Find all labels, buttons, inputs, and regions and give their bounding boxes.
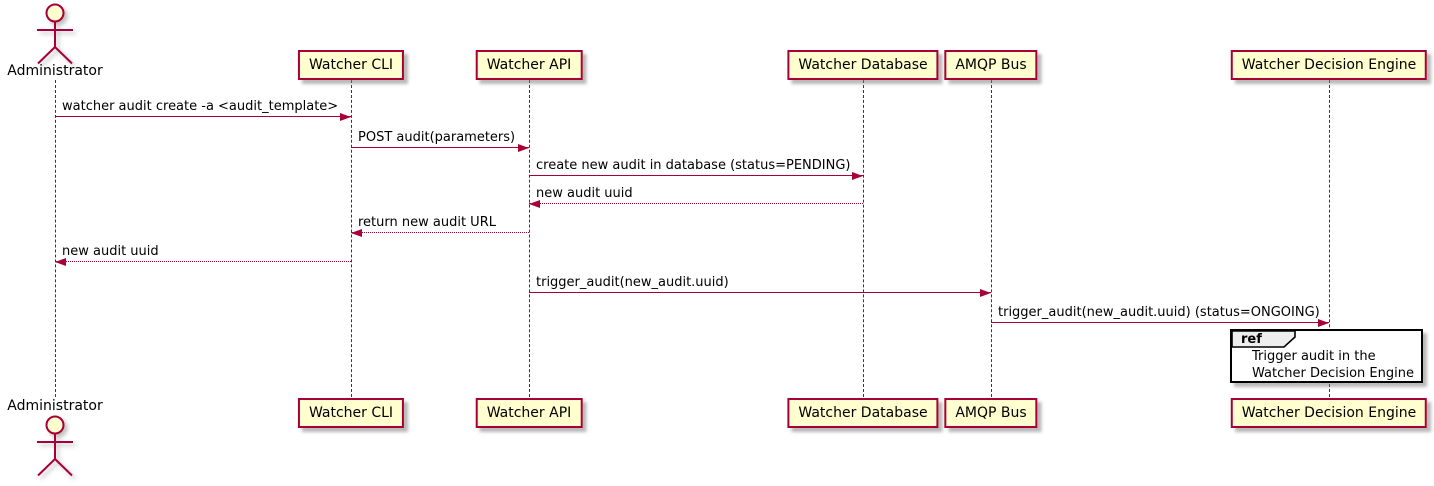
participant-watcher-database-bottom: Watcher Database — [787, 398, 939, 428]
message-line-2 — [351, 147, 529, 148]
ref-tab — [1231, 330, 1297, 352]
arrowhead-icon — [980, 289, 991, 297]
lifeline-watcher-database — [862, 80, 864, 397]
message-label-8: trigger_audit(new_audit.uuid) (status=ON… — [998, 305, 1320, 320]
participant-watcher-cli-bottom: Watcher CLI — [297, 398, 405, 428]
actor-figure-icon — [25, 414, 85, 481]
message-line-7 — [529, 292, 991, 293]
arrowhead-icon — [518, 144, 529, 152]
arrowhead-icon — [529, 200, 540, 208]
lifeline-watcher-cli — [350, 80, 352, 397]
participant-label: Watcher API — [486, 57, 572, 73]
ref-text-line: Watcher Decision Engine — [1252, 366, 1414, 381]
actor-figure-icon — [25, 2, 85, 69]
participant-label: Watcher Decision Engine — [1241, 405, 1417, 421]
participant-label: AMQP Bus — [955, 57, 1027, 73]
participant-watcher-database-top: Watcher Database — [787, 50, 939, 80]
participant-watcher-decision-engine-top: Watcher Decision Engine — [1230, 50, 1428, 80]
message-label-1: watcher audit create -a <audit_template> — [62, 99, 339, 114]
ref-text-line: Trigger audit in the — [1252, 349, 1376, 364]
arrowhead-icon — [1318, 319, 1329, 327]
message-label-5: return new audit URL — [358, 215, 496, 230]
actor-label: Administrator — [7, 398, 103, 414]
participant-label: Watcher CLI — [308, 57, 394, 73]
ref-keyword: ref — [1241, 332, 1262, 347]
arrowhead-icon — [55, 258, 66, 266]
participant-label: Watcher Decision Engine — [1241, 57, 1417, 73]
message-line-4 — [529, 203, 863, 204]
lifeline-watcher-decision-engine — [1328, 80, 1330, 397]
actor-label: Administrator — [7, 63, 103, 79]
participant-label: AMQP Bus — [955, 405, 1027, 421]
message-line-6 — [55, 261, 351, 262]
participant-amqp-bus-top: AMQP Bus — [944, 50, 1038, 80]
participant-amqp-bus-bottom: AMQP Bus — [944, 398, 1038, 428]
message-label-2: POST audit(parameters) — [358, 130, 516, 145]
participant-watcher-api-bottom: Watcher API — [475, 398, 583, 428]
arrowhead-icon — [351, 229, 362, 237]
lifeline-amqp-bus — [990, 80, 992, 397]
participant-label: Watcher Database — [798, 405, 928, 421]
message-label-3: create new audit in database (status=PEN… — [536, 158, 851, 173]
participant-label: Watcher Database — [798, 57, 928, 73]
message-line-3 — [529, 175, 863, 176]
message-line-1 — [55, 116, 351, 117]
message-label-7: trigger_audit(new_audit.uuid) — [536, 275, 729, 290]
lifeline-watcher-api — [528, 80, 530, 397]
message-label-4: new audit uuid — [536, 186, 633, 201]
arrowhead-icon — [852, 172, 863, 180]
participant-watcher-decision-engine-bottom: Watcher Decision Engine — [1230, 398, 1428, 428]
message-line-5 — [351, 232, 529, 233]
lifeline-administrator — [54, 80, 56, 397]
message-line-8 — [991, 322, 1329, 323]
participant-watcher-cli-top: Watcher CLI — [297, 50, 405, 80]
participant-label: Watcher API — [486, 405, 572, 421]
arrowhead-icon — [340, 113, 351, 121]
participant-watcher-api-top: Watcher API — [475, 50, 583, 80]
message-label-6: new audit uuid — [62, 244, 159, 259]
participant-label: Watcher CLI — [308, 405, 394, 421]
